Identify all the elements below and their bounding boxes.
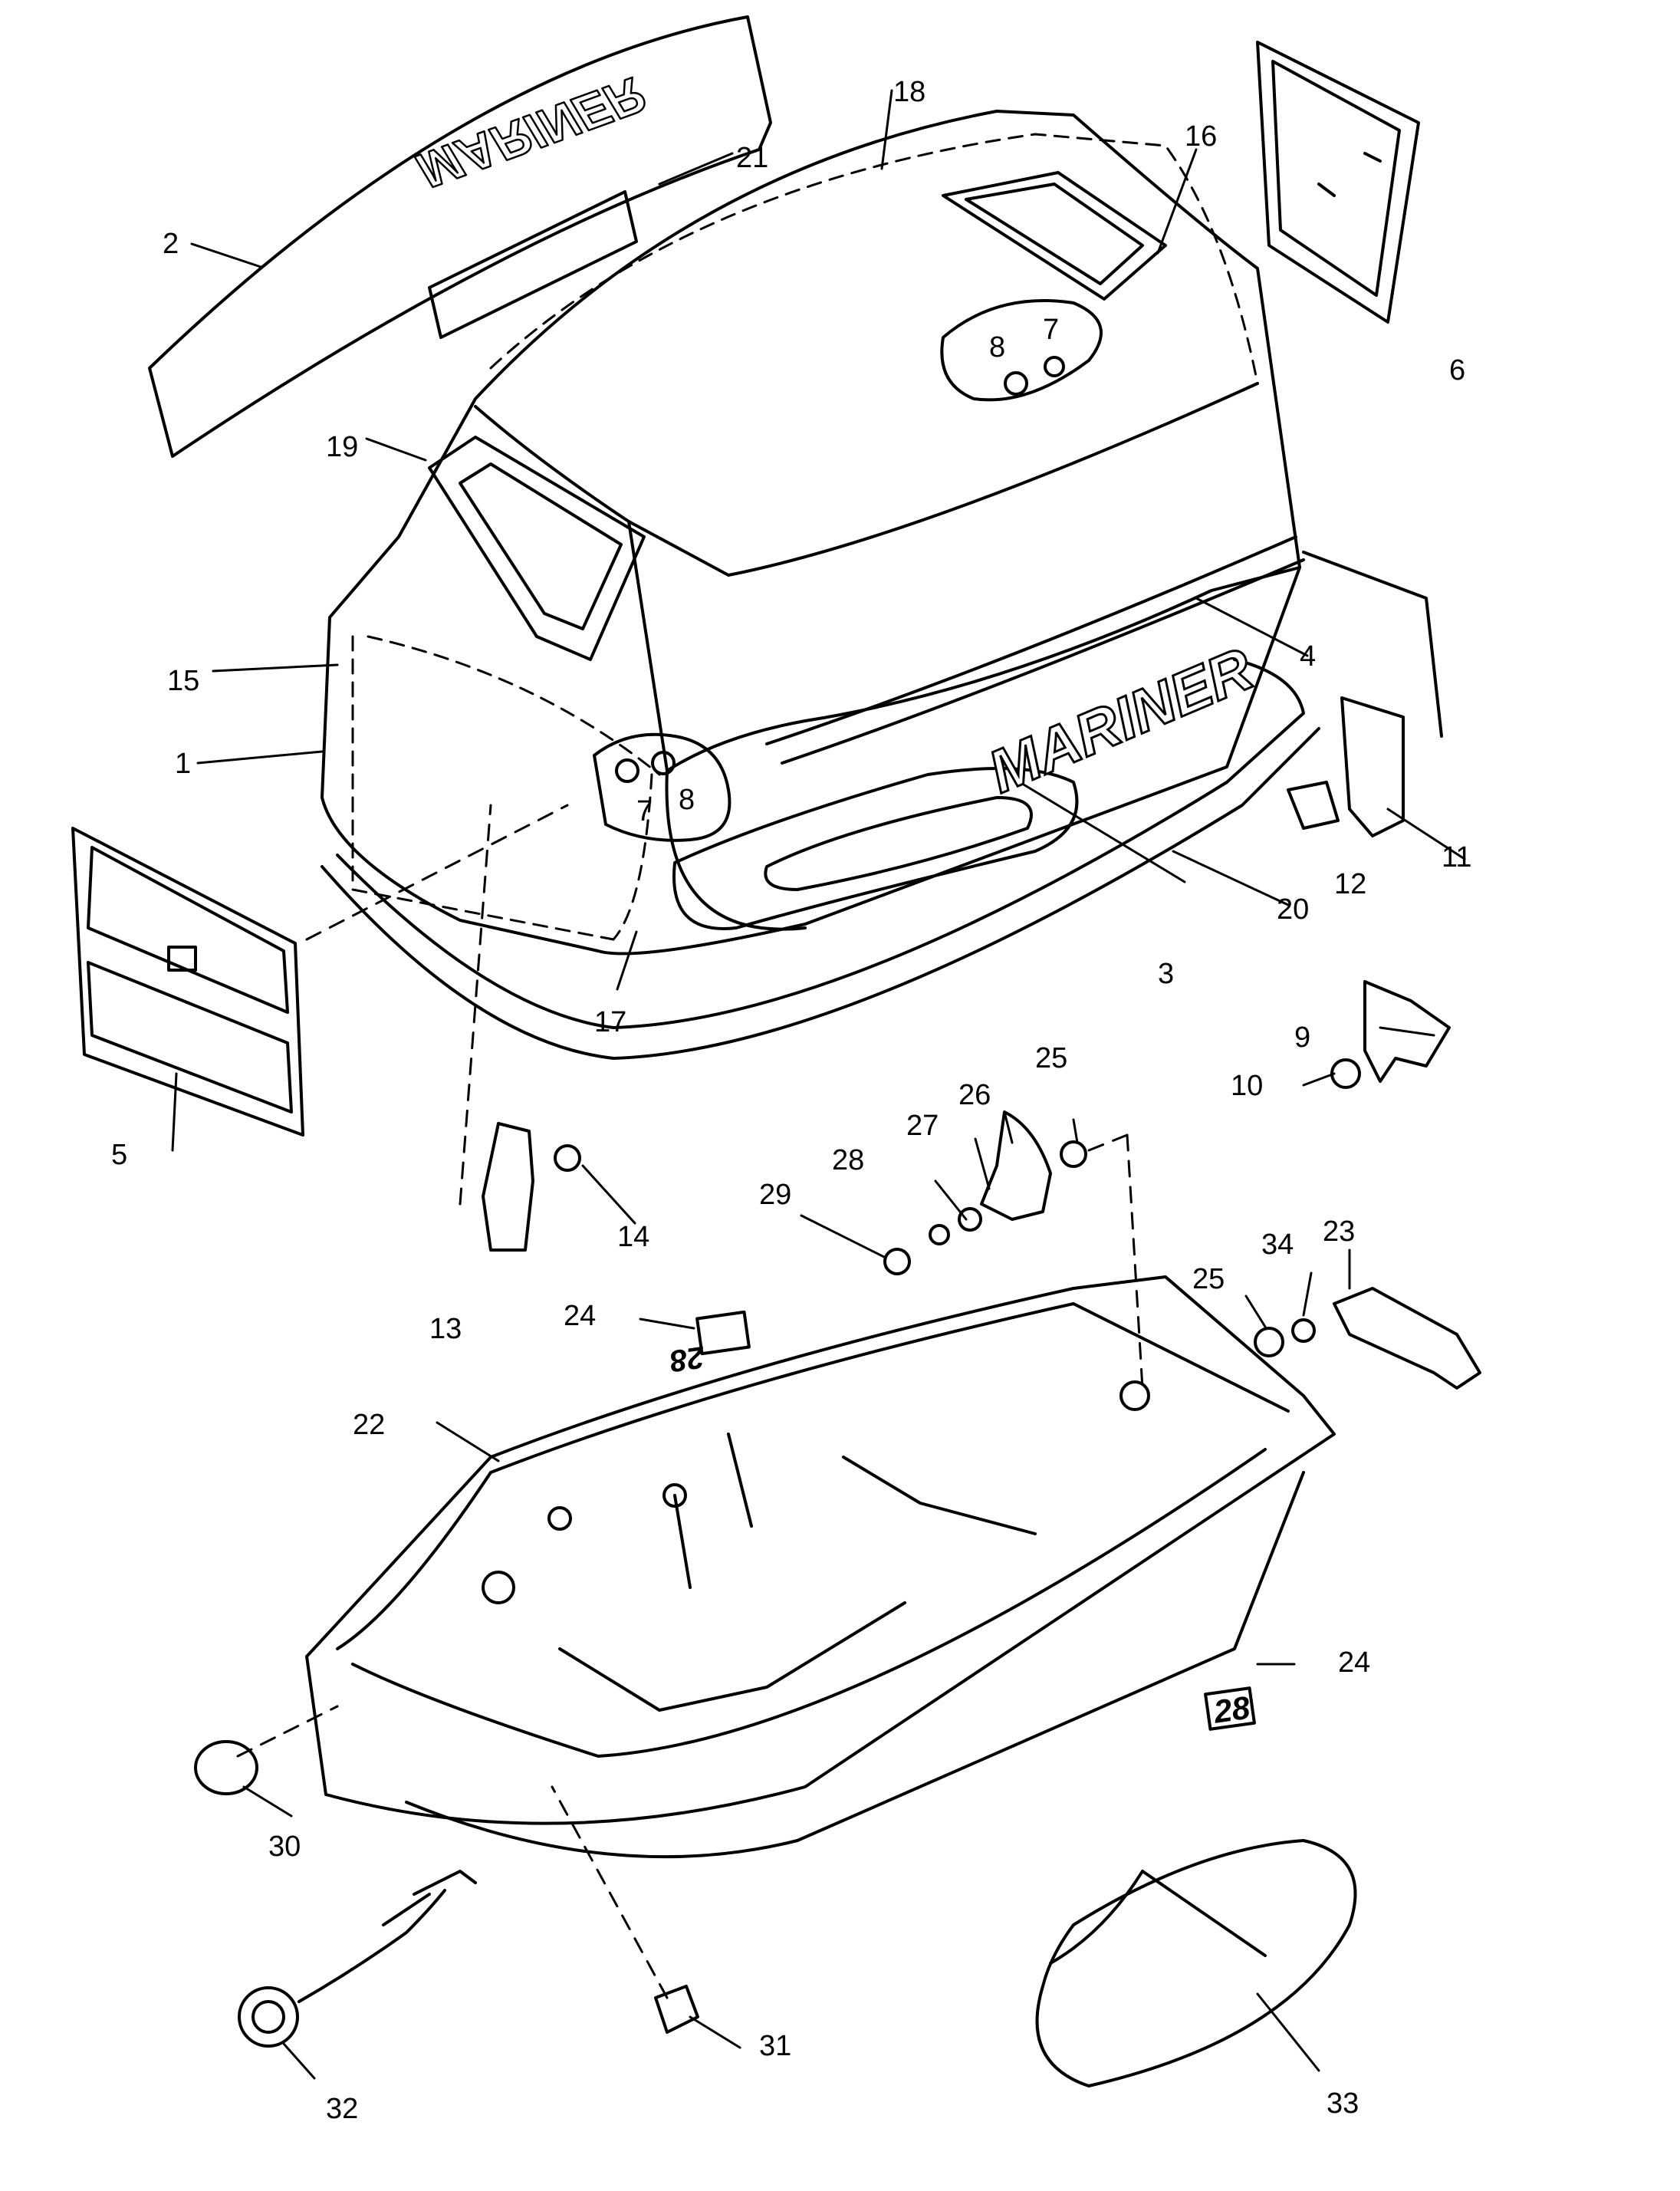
callout-16: 16 bbox=[1185, 120, 1217, 153]
plug-30 bbox=[194, 1740, 258, 1795]
top-access-panel bbox=[942, 171, 1167, 301]
top-decal-brand-text: MARINER bbox=[410, 66, 652, 200]
callout-32: 32 bbox=[326, 2093, 358, 2125]
callout-8-top: 8 bbox=[989, 331, 1005, 364]
strip-decal bbox=[428, 190, 638, 339]
cowl-seal bbox=[321, 658, 1320, 1060]
cowl-brand-text: MARINER bbox=[979, 634, 1262, 805]
tube-cover-33 bbox=[1035, 1839, 1357, 2087]
callout-10: 10 bbox=[1231, 1070, 1263, 1102]
lever-23 bbox=[1333, 1287, 1481, 1390]
lever-26 bbox=[980, 1110, 1052, 1221]
callout-5: 5 bbox=[111, 1139, 127, 1171]
callout-25-upper: 25 bbox=[1035, 1042, 1067, 1074]
washer-34 bbox=[1291, 1318, 1316, 1343]
top-cowl bbox=[321, 110, 1305, 956]
bushing-10 bbox=[1330, 1058, 1361, 1089]
rear-cover-plate bbox=[1256, 41, 1420, 324]
callout-34: 34 bbox=[1261, 1229, 1294, 1261]
bolt-29 bbox=[883, 1248, 911, 1275]
hook-9 bbox=[1363, 980, 1451, 1083]
callout-28: 28 bbox=[832, 1144, 864, 1176]
side-washer-8 bbox=[651, 751, 676, 775]
bottom-cowl bbox=[305, 1275, 1336, 1859]
callout-22: 22 bbox=[353, 1409, 385, 1441]
callout-24-upper: 24 bbox=[564, 1300, 596, 1332]
callout-7-top: 7 bbox=[1043, 314, 1059, 346]
latch-link bbox=[1302, 551, 1443, 738]
callout-30: 30 bbox=[268, 1831, 301, 1863]
callout-13: 13 bbox=[429, 1313, 462, 1345]
washer-25-upper bbox=[1060, 1140, 1087, 1168]
callout-29: 29 bbox=[759, 1179, 791, 1211]
bolt-14 bbox=[554, 1144, 581, 1172]
callout-23: 23 bbox=[1323, 1216, 1355, 1248]
callout-15: 15 bbox=[167, 665, 199, 697]
washer-28 bbox=[929, 1224, 950, 1245]
callout-20: 20 bbox=[1277, 893, 1309, 926]
assembly-dashes bbox=[236, 804, 1144, 1999]
callout-33: 33 bbox=[1327, 2087, 1359, 2120]
callout-6: 6 bbox=[1449, 354, 1465, 387]
bracket-13 bbox=[482, 1122, 534, 1252]
callout-1: 1 bbox=[175, 748, 191, 780]
leader-lines bbox=[171, 89, 1466, 2080]
badge-24-upper bbox=[695, 1310, 751, 1356]
callout-11: 11 bbox=[1442, 841, 1471, 873]
callout-18: 18 bbox=[893, 76, 925, 108]
front-grille bbox=[71, 827, 304, 1137]
callout-31: 31 bbox=[759, 2030, 791, 2062]
callout-12: 12 bbox=[1334, 868, 1366, 900]
clip-31 bbox=[654, 1985, 699, 2034]
callout-numbers: 1 2 3 4 5 6 7 8 7 8 9 10 11 12 13 14 15 … bbox=[111, 76, 1471, 2125]
latch-pin-12 bbox=[1287, 781, 1340, 830]
top-access-panel-inner bbox=[965, 183, 1144, 285]
callout-9: 9 bbox=[1294, 1021, 1310, 1054]
callout-26: 26 bbox=[958, 1079, 991, 1111]
callout-14: 14 bbox=[617, 1221, 649, 1253]
badge-24-lower-text: 28 bbox=[1211, 1689, 1252, 1730]
callout-4: 4 bbox=[1300, 640, 1316, 673]
top-decal: MARINER bbox=[148, 15, 772, 458]
side-washer-7 bbox=[615, 758, 639, 783]
washer-27 bbox=[958, 1207, 982, 1232]
callout-21: 21 bbox=[736, 142, 768, 174]
callout-17: 17 bbox=[594, 1006, 626, 1038]
switch-32 bbox=[238, 1870, 477, 2048]
callout-24-lower: 24 bbox=[1338, 1647, 1370, 1679]
top-bracket-plate bbox=[940, 299, 1103, 402]
latch-bracket-11 bbox=[1340, 696, 1405, 837]
callout-27: 27 bbox=[906, 1110, 939, 1142]
callout-8-side: 8 bbox=[679, 784, 695, 816]
callout-3: 3 bbox=[1158, 958, 1174, 990]
badge-24-upper-text: 28 bbox=[667, 1340, 707, 1378]
callout-2: 2 bbox=[163, 228, 179, 260]
callout-7-side: 7 bbox=[636, 795, 653, 827]
top-washer-8 bbox=[1004, 371, 1028, 396]
callout-19: 19 bbox=[326, 431, 358, 463]
badge-24-lower bbox=[1204, 1686, 1256, 1731]
callout-25-lower: 25 bbox=[1192, 1263, 1225, 1295]
top-washer-7 bbox=[1044, 356, 1065, 377]
side-bracket-plate bbox=[593, 732, 732, 842]
washer-25-lower bbox=[1254, 1327, 1284, 1357]
